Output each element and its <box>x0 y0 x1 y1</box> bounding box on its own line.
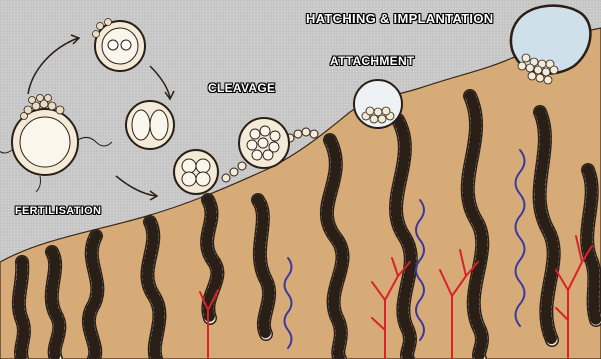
path-cell <box>294 130 302 138</box>
blastocyst-attaching <box>354 80 402 128</box>
label-fertilisation: FERTILISATION <box>15 205 101 217</box>
label-hatching-implantation: HATCHING & IMPLANTATION <box>306 11 493 26</box>
morula <box>239 118 289 168</box>
path-cell <box>310 130 318 138</box>
two-cell-embryo <box>126 101 174 149</box>
label-attachment: ATTACHMENT <box>330 54 415 68</box>
label-cleavage: CLEAVAGE <box>208 81 275 95</box>
path-cell <box>222 174 230 182</box>
path-cell <box>230 168 238 176</box>
four-cell-embryo <box>174 150 218 194</box>
path-cell <box>302 128 310 136</box>
path-cell <box>238 162 246 170</box>
